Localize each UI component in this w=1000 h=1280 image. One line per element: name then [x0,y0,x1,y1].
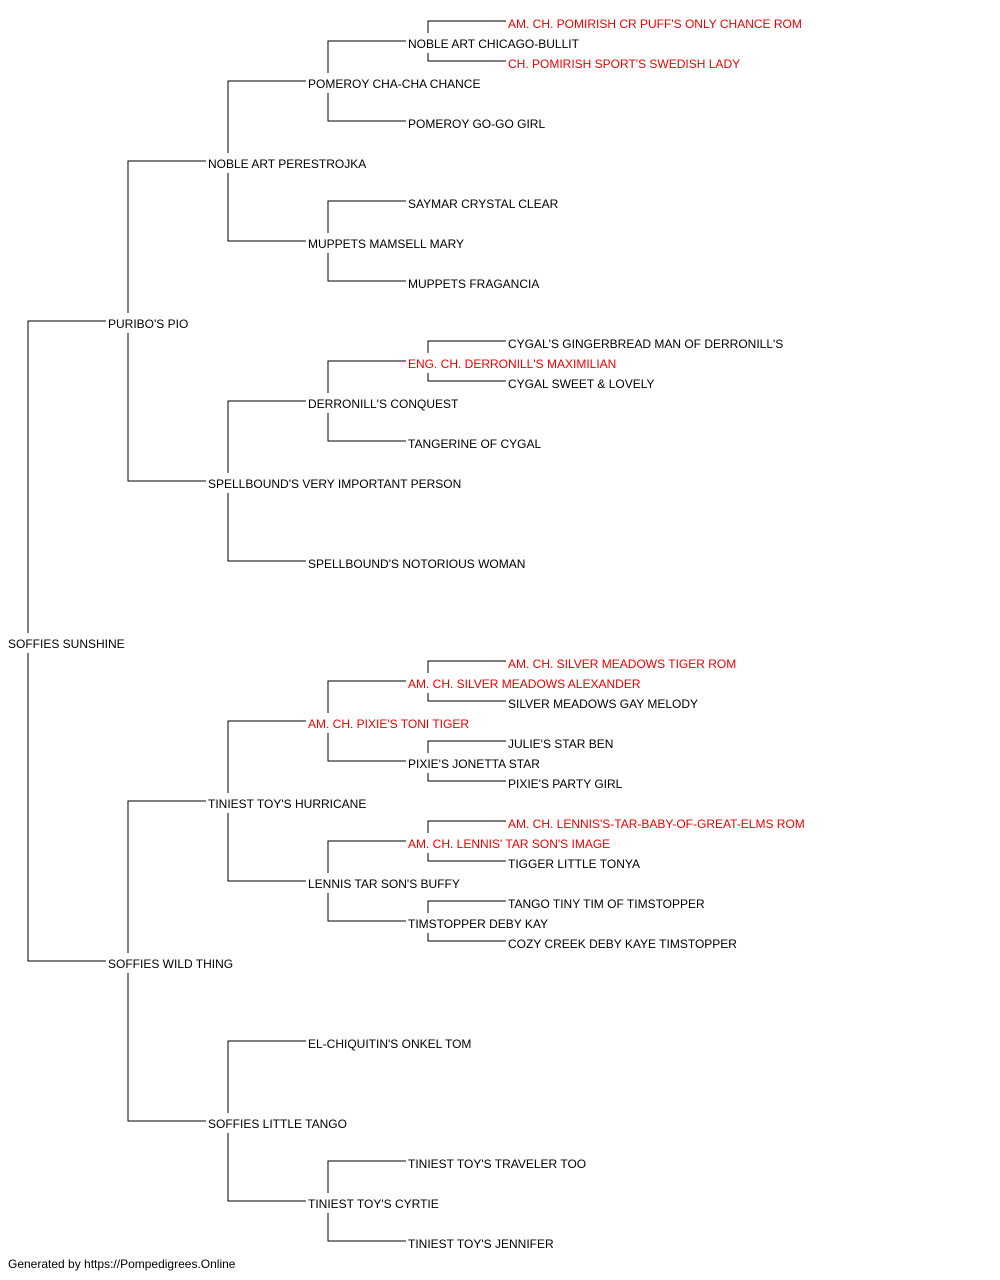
connector-line-d [27,653,106,962]
dog-name-dssds[interactable]: JULIE'S STAR BEN [508,737,613,751]
dog-name-sdsss[interactable]: CYGAL'S GINGERBREAD MAN OF DERRONILL'S [508,337,783,351]
connector-line-dsss [327,680,406,713]
connector-line-dssds [427,740,506,753]
dog-name-dsdsd[interactable]: TIGGER LITTLE TONYA [508,857,640,871]
dog-name-s[interactable]: PURIBO'S PIO [108,317,188,331]
connector-line-dsd [227,813,306,882]
connector-line-dssss [427,660,506,673]
dog-name-ds[interactable]: TINIEST TOY'S HURRICANE [208,797,366,811]
dog-name-ssds[interactable]: SAYMAR CRYSTAL CLEAR [408,197,559,211]
dog-name-dss[interactable]: AM. CH. PIXIE'S TONI TIGER [308,717,469,731]
connector-line-ssss [327,40,406,73]
connector-line-dssd [327,733,406,762]
connector-line-dsdds [427,900,506,913]
dog-name-dds[interactable]: EL-CHIQUITIN'S ONKEL TOM [308,1037,471,1051]
connector-line-dsdd [327,893,406,922]
dog-name-dssd[interactable]: PIXIE'S JONETTA STAR [408,757,540,771]
connector-line-sdsd [327,413,406,442]
dog-name-sss[interactable]: POMEROY CHA-CHA CHANCE [308,77,480,91]
connector-line-dssdd [427,773,506,782]
connector-line-ssssd [427,53,506,62]
connector-line-sssd [327,93,406,122]
pedigree-labels: SOFFIES SUNSHINE PURIBO'S PIO SOFFIES WILD… [8,17,805,1251]
dog-name-sssd[interactable]: POMEROY GO-GO GIRL [408,117,545,131]
dog-name-sdssd[interactable]: CYGAL SWEET & LOVELY [508,377,655,391]
dog-name-ssss[interactable]: NOBLE ART CHICAGO-BULLIT [408,37,580,51]
dog-name-sds[interactable]: DERRONILL'S CONQUEST [308,397,459,411]
connector-line-ss [127,160,206,313]
connector-line-ssdd [327,253,406,282]
dog-name-sssss[interactable]: AM. CH. POMIRISH CR PUFF'S ONLY CHANCE R… [508,17,802,31]
connector-line-dss [227,720,306,793]
connector-line-ddds [327,1160,406,1193]
connector-line-sdsss [427,340,506,353]
dog-name-sdss[interactable]: ENG. CH. DERRONILL'S MAXIMILIAN [408,357,616,371]
dog-name-sdd[interactable]: SPELLBOUND'S NOTORIOUS WOMAN [308,557,525,571]
dog-name-dsdd[interactable]: TIMSTOPPER DEBY KAY [408,917,548,931]
connector-line-sd [127,333,206,482]
generator-footer[interactable]: Generated by https://Pompedigrees.Online [8,1257,236,1271]
connector-line-sdssd [427,373,506,382]
connector-line-dsdss [427,820,506,833]
dog-name-ss[interactable]: NOBLE ART PERESTROJKA [208,157,366,171]
connector-line-ddd [227,1133,306,1202]
connector-line-sdd [227,493,306,562]
connector-line-dd [127,973,206,1122]
dog-name-dsds[interactable]: AM. CH. LENNIS' TAR SON'S IMAGE [408,837,610,851]
connector-line-ssds [327,200,406,233]
connector-line-ds [127,800,206,953]
connector-line-sdss [327,360,406,393]
connector-line-dsdsd [427,853,506,862]
dog-name-dssdd[interactable]: PIXIE'S PARTY GIRL [508,777,623,791]
connector-line-sss [227,80,306,153]
dog-name-dddd[interactable]: TINIEST TOY'S JENNIFER [408,1237,554,1251]
pedigree-connectors [27,20,506,1242]
dog-name-dsss[interactable]: AM. CH. SILVER MEADOWS ALEXANDER [408,677,641,691]
connector-line-dsddd [427,933,506,942]
connector-line-ssd [227,173,306,242]
dog-name-dsddd[interactable]: COZY CREEK DEBY KAYE TIMSTOPPER [508,937,737,951]
dog-name-d[interactable]: SOFFIES WILD THING [108,957,233,971]
dog-name-dssss[interactable]: AM. CH. SILVER MEADOWS TIGER ROM [508,657,736,671]
dog-name-ddds[interactable]: TINIEST TOY'S TRAVELER TOO [408,1157,586,1171]
dog-name-sdsd[interactable]: TANGERINE OF CYGAL [408,437,541,451]
dog-name-dd[interactable]: SOFFIES LITTLE TANGO [208,1117,347,1131]
dog-name-dsssd[interactable]: SILVER MEADOWS GAY MELODY [508,697,698,711]
connector-line-dds [227,1040,306,1113]
dog-name-dsd[interactable]: LENNIS TAR SON'S BUFFY [308,877,460,891]
dog-name-ssdd[interactable]: MUPPETS FRAGANCIA [408,277,539,291]
dog-name-sd[interactable]: SPELLBOUND'S VERY IMPORTANT PERSON [208,477,461,491]
dog-name-root[interactable]: SOFFIES SUNSHINE [8,637,125,651]
connector-line-dsds [327,840,406,873]
dog-name-dsdss[interactable]: AM. CH. LENNIS'S-TAR-BABY-OF-GREAT-ELMS … [508,817,805,831]
connector-line-sssss [427,20,506,33]
dog-name-ddd[interactable]: TINIEST TOY'S CYRTIE [308,1197,439,1211]
connector-line-dddd [327,1213,406,1242]
connector-line-s [27,320,106,633]
connector-line-sds [227,400,306,473]
connector-line-dsssd [427,693,506,702]
dog-name-ssd[interactable]: MUPPETS MAMSELL MARY [308,237,464,251]
dog-name-ssssd[interactable]: CH. POMIRISH SPORT'S SWEDISH LADY [508,57,740,71]
dog-name-dsdds[interactable]: TANGO TINY TIM OF TIMSTOPPER [508,897,705,911]
